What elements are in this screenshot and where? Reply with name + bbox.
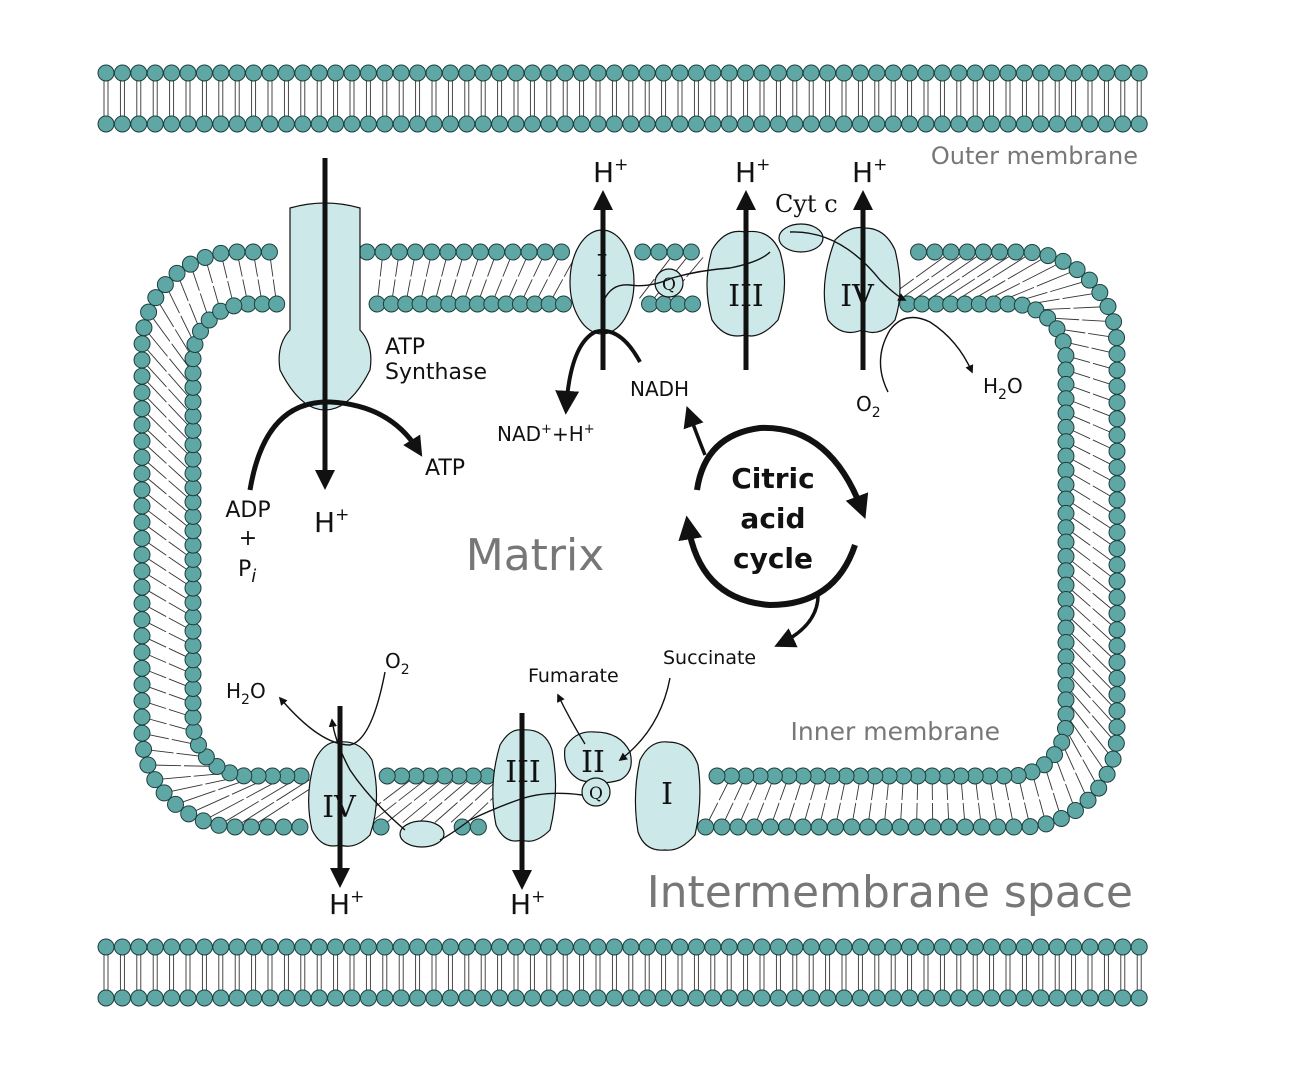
pi-label: Pi (238, 557, 256, 587)
complex-II-bottom: II (565, 732, 632, 783)
adp-label: ADP (225, 498, 270, 523)
svg-text:Citric: Citric (731, 462, 815, 495)
svg-text:cycle: cycle (733, 542, 813, 575)
outer-membrane-top (98, 65, 1147, 132)
fumarate-release (558, 695, 585, 744)
atp-label: ATP (425, 456, 465, 481)
cyt-c-label: Cyt c (775, 190, 838, 218)
o2-label-bottom: O2 (385, 649, 410, 678)
cytochrome-c-bottom (400, 821, 444, 847)
citric-acid-cycle: Citric acid cycle (688, 410, 862, 645)
matrix-label: Matrix (466, 530, 605, 581)
svg-text:H+: H+ (593, 155, 628, 189)
outer-membrane-bottom (98, 939, 1147, 1006)
complex-I-bottom: I (635, 742, 699, 850)
svg-text:+: + (239, 526, 257, 551)
atp-synthase-label: ATP (385, 335, 425, 360)
complex-I-top: I (566, 198, 640, 410)
inner-membrane-label: Inner membrane (791, 717, 1000, 746)
svg-text:acid: acid (740, 502, 805, 535)
svg-text:H+: H+ (314, 505, 349, 539)
svg-text:Q: Q (589, 784, 603, 804)
fumarate-label: Fumarate (528, 665, 619, 687)
succinate-label: Succinate (663, 647, 756, 669)
svg-text:H+: H+ (852, 155, 887, 189)
oxygen-to-water-top (880, 318, 972, 393)
outer-membrane-label: Outer membrane (931, 142, 1138, 170)
svg-text:IV: IV (840, 279, 875, 314)
complex-IV-bottom: IV (309, 706, 377, 880)
complex-IV-top: IV (824, 198, 900, 370)
ubiquinone-bottom: Q (582, 778, 610, 806)
h2o-label-top: H2O (983, 374, 1023, 403)
svg-text:II: II (581, 745, 605, 780)
cytochrome-c-top (779, 224, 823, 252)
svg-text:H+: H+ (735, 155, 770, 189)
atp-synthase (250, 158, 418, 490)
svg-text:H+: H+ (510, 887, 545, 921)
nad-plus-h-label: NAD++H+ (497, 422, 595, 446)
complex-III-top: III (707, 198, 785, 370)
svg-text:H+: H+ (329, 887, 364, 921)
nadh-label: NADH (630, 377, 689, 401)
h2o-label-bottom: H2O (226, 679, 266, 708)
intermembrane-space-label: Intermembrane space (647, 867, 1133, 918)
svg-text:Synthase: Synthase (385, 360, 487, 385)
oxygen-to-water-bottom (280, 672, 385, 745)
inner-membrane (134, 244, 1125, 835)
o2-label-top: O2 (856, 392, 881, 421)
svg-text:I: I (661, 777, 673, 812)
